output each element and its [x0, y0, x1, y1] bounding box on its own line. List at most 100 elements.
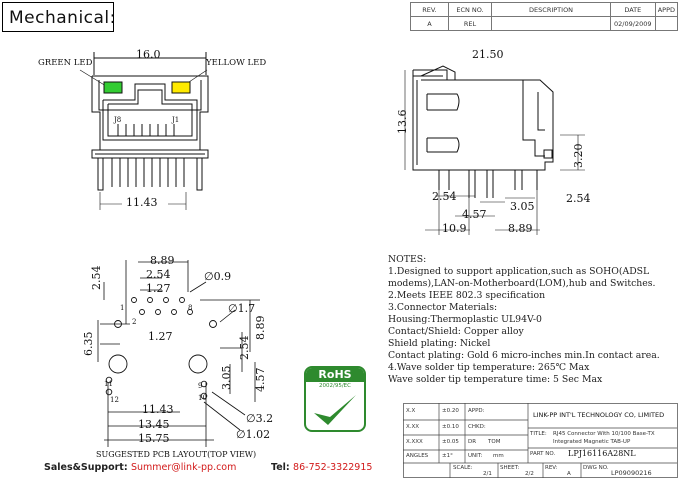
note-line: 2.Meets IEEE 802.3 specification	[388, 290, 546, 301]
ecn-header: ECN NO.	[447, 2, 493, 17]
yellow-led	[171, 81, 191, 94]
pin-label-8: 8	[188, 304, 193, 312]
rohs-sub: 2002/95/EC	[318, 383, 352, 389]
side-height-dim: 13.6	[396, 109, 409, 135]
unit-value: mm	[493, 453, 504, 459]
scale-value: 2/1	[483, 471, 492, 477]
title-block: X.X ±0.20 APPD: X.XX ±0.10 CHKD: X.XXX ±…	[403, 403, 678, 478]
scale-label: SCALE:	[453, 465, 473, 471]
note-line: Shield plating: Nickel	[388, 338, 491, 349]
angles-label: ANGLES	[406, 453, 429, 459]
checkmark-icon	[314, 395, 356, 425]
pcb-post-dia: ∅3.2	[246, 412, 274, 425]
description-cell	[491, 16, 611, 31]
tol3-value: ±0.05	[442, 439, 459, 445]
rev-cell: A	[410, 16, 449, 31]
page-title: Mechanical:	[2, 2, 115, 32]
tol3-label: X.XXX	[406, 439, 423, 445]
pcb-shield-dia: ∅1.02	[236, 428, 271, 441]
side-dim-254b: 2.54	[566, 192, 591, 205]
unit-label: UNIT:	[468, 453, 483, 459]
pcb-hole-dia-17: ∅1.7	[228, 302, 256, 315]
front-width-dim: 16.0	[136, 48, 161, 61]
side-dim-457: 4.57	[462, 208, 487, 221]
pcb-caption: SUGGESTED PCB LAYOUT(TOP VIEW)	[96, 450, 257, 459]
tol2-value: ±0.10	[442, 424, 459, 430]
note-line: 4.Wave solder tip temperature: 265℃ Max	[388, 362, 590, 373]
appd-header: APPD	[654, 2, 679, 17]
dr-value: TOM	[488, 439, 501, 445]
ecn-cell: REL	[447, 16, 493, 31]
pin-label-2: 2	[132, 318, 137, 326]
sheet-value: 2/2	[525, 471, 534, 477]
front-pin-span-dim: 11.43	[126, 196, 158, 209]
pcb-dim-1143: 11.43	[142, 403, 174, 416]
pin-label-11: 11	[104, 380, 113, 388]
pin-label-9: 9	[198, 382, 203, 390]
contact-fingers	[117, 124, 175, 136]
rev-header: REV.	[410, 2, 449, 17]
title-block-lines	[403, 403, 678, 478]
note-line: Wave solder tip temperature time: 5 Sec …	[388, 374, 603, 385]
pcb-dim-1575: 15.75	[138, 432, 170, 445]
footer-tel-label: Tel:	[271, 462, 290, 473]
date-header: DATE	[609, 2, 656, 17]
footer-label: Sales&Support:	[44, 462, 128, 473]
drawing-lines	[79, 52, 209, 210]
side-dim-254a: 2.54	[432, 190, 457, 203]
part-no-value: LPJ16116A28NL	[568, 449, 636, 458]
tol1-value: ±0.20	[442, 408, 459, 414]
chkd-label: CHKD:	[468, 424, 486, 430]
tol1-label: X.X	[406, 408, 416, 414]
pcb-hole-dia-09: ∅0.9	[204, 270, 232, 283]
j1-label: J1	[172, 116, 180, 124]
footer: Sales&Support: Summer@link-pp.com Tel: 8…	[44, 462, 372, 473]
pcb-dim-254: 2.54	[146, 268, 171, 281]
revision-table: REV. ECN NO. DESCRIPTION DATE APPD A REL…	[410, 2, 679, 31]
appd-label: APPD:	[468, 408, 485, 414]
tol2-label: X.XX	[406, 424, 420, 430]
footer-tel: 86-752-3322915	[293, 462, 373, 473]
dr-label: DR	[468, 439, 477, 445]
pcb-dim-305-v: 3.05	[220, 365, 233, 391]
pin-label-12: 12	[110, 396, 119, 404]
note-line: Contact plating: Gold 6 micro-inches min…	[388, 350, 660, 361]
title-value-1: RJ45 Connector With 10/100 Base-TX	[553, 431, 655, 437]
note-line: 3.Connector Materials:	[388, 302, 498, 313]
side-length-dim: 21.50	[472, 48, 504, 61]
pcb-layout	[97, 260, 260, 447]
pcb-dim-889: 8.89	[150, 254, 175, 267]
side-pin-height-dim: 3.20	[572, 143, 585, 169]
green-led	[103, 81, 123, 94]
side-dim-305: 3.05	[510, 200, 535, 213]
angles-value: ±1°	[442, 453, 453, 459]
appd-cell	[654, 16, 679, 31]
pins	[97, 157, 203, 191]
sheet-label: SHEET:	[500, 465, 520, 471]
note-line: modems),LAN-on-Motherboard(LOM),hub and …	[388, 278, 656, 289]
pcb-dim-254-left: 2.54	[90, 265, 103, 291]
pcb-dim-457-v: 4.57	[254, 367, 267, 393]
pcb-pitch-127: 1.27	[148, 330, 173, 343]
footer-email-link[interactable]: Summer@link-pp.com	[130, 462, 237, 473]
green-led-label: GREEN LED	[38, 58, 93, 68]
note-line: Housing:Thermoplastic UL94V-0	[388, 314, 542, 325]
j8-label: J8	[114, 116, 122, 124]
notes-heading: NOTES:	[388, 254, 427, 265]
title-value-2: Integrated Magnetic TAB-UP	[553, 439, 631, 445]
company-name: LINK-PP INT'L TECHNOLOGY CO, LIMITED	[533, 411, 665, 419]
note-line: Contact/Shield: Copper alloy	[388, 326, 524, 337]
pin-label-1: 1	[120, 304, 125, 312]
title-label: TITLE:	[530, 431, 547, 437]
dwg-label: DWG NO.	[583, 465, 609, 471]
pcb-dim-127: 1.27	[146, 282, 171, 295]
pcb-dim-1345: 13.45	[138, 418, 170, 431]
rev-value: A	[567, 471, 571, 477]
rohs-logo: RoHS 2002/95/EC	[304, 366, 366, 432]
pin-label-10: 10	[198, 394, 207, 402]
description-header: DESCRIPTION	[491, 2, 611, 17]
yellow-led-label: YELLOW LED	[206, 58, 267, 68]
pcb-dim-889-v: 8.89	[254, 315, 267, 341]
date-cell: 02/09/2009	[609, 16, 656, 31]
rev-label: REV:	[545, 465, 558, 471]
